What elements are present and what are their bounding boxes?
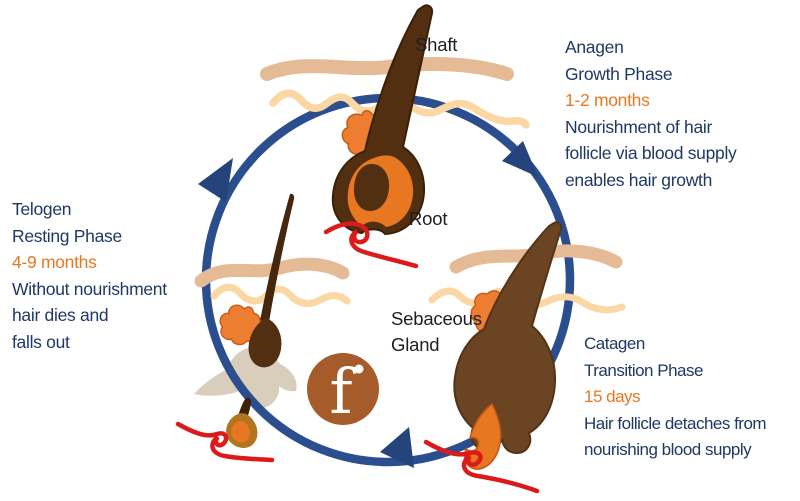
catagen-stage: Transition Phase xyxy=(584,360,703,380)
catagen-blood-vessel xyxy=(423,439,540,494)
cycle-arrow-bottom xyxy=(380,427,414,468)
telogen-sebaceous-gland-icon xyxy=(219,304,262,346)
phase-block-anagen: Anagen Growth Phase 1-2 months Nourishme… xyxy=(565,34,737,193)
telogen-duration: 4-9 months xyxy=(12,252,97,272)
shaft-label: Shaft xyxy=(415,32,457,58)
anagen-follicle-illustration xyxy=(260,4,530,269)
anagen-desc-line: follicle via blood supply xyxy=(565,143,737,163)
shaft-label-text: Shaft xyxy=(415,34,458,55)
sebaceous-gland-label-line2: Gland xyxy=(391,334,440,355)
catagen-desc-line: nourishing blood supply xyxy=(584,440,752,459)
catagen-name: Catagen xyxy=(584,334,645,353)
telogen-club-root xyxy=(248,318,282,368)
phase-block-catagen: Catagen Transition Phase 15 days Hair fo… xyxy=(584,331,767,464)
cycle-arrow-upper-right xyxy=(502,141,538,177)
telogen-detached-bulb-core xyxy=(231,421,250,443)
anagen-blood-vessel xyxy=(323,221,419,269)
sebaceous-gland-label: Sebaceous Gland xyxy=(391,306,482,358)
telogen-desc-line: Without nourishment xyxy=(12,278,167,299)
anagen-desc-line: Nourishment of hair xyxy=(565,116,713,137)
catagen-desc-line: Hair follicle detaches from xyxy=(584,413,767,433)
telogen-desc-line: hair dies and xyxy=(12,305,109,325)
catagen-follicle-illustration xyxy=(423,221,626,494)
anagen-root-core xyxy=(353,164,390,211)
anagen-stage: Growth Phase xyxy=(565,63,673,84)
anagen-name: Anagen xyxy=(565,37,624,57)
root-label-text: Root xyxy=(409,208,448,229)
logo-dot xyxy=(354,364,364,374)
cycle-arrow-upper-left xyxy=(198,158,233,202)
catagen-hair-shaft-and-root xyxy=(453,221,563,455)
anagen-skin-band xyxy=(260,57,514,81)
sebaceous-gland-label-line1: Sebaceous xyxy=(391,308,482,329)
telogen-name: Telogen xyxy=(12,199,72,219)
brand-logo: f xyxy=(307,353,379,428)
anagen-duration: 1-2 months xyxy=(565,90,650,110)
anagen-desc-line: enables hair growth xyxy=(565,169,713,190)
phase-block-telogen: Telogen Resting Phase 4-9 months Without… xyxy=(12,196,167,355)
telogen-follicle-illustration xyxy=(175,193,351,463)
telogen-stage: Resting Phase xyxy=(12,225,122,246)
telogen-blood-vessel xyxy=(175,421,275,463)
telogen-skin-wavy-line xyxy=(210,283,351,307)
telogen-skin-band xyxy=(194,257,350,288)
telogen-desc-line: falls out xyxy=(12,331,70,352)
catagen-duration: 15 days xyxy=(584,387,641,406)
root-label: Root xyxy=(409,206,447,232)
telogen-hair-shaft xyxy=(260,193,295,322)
logo-letter: f xyxy=(330,355,357,428)
